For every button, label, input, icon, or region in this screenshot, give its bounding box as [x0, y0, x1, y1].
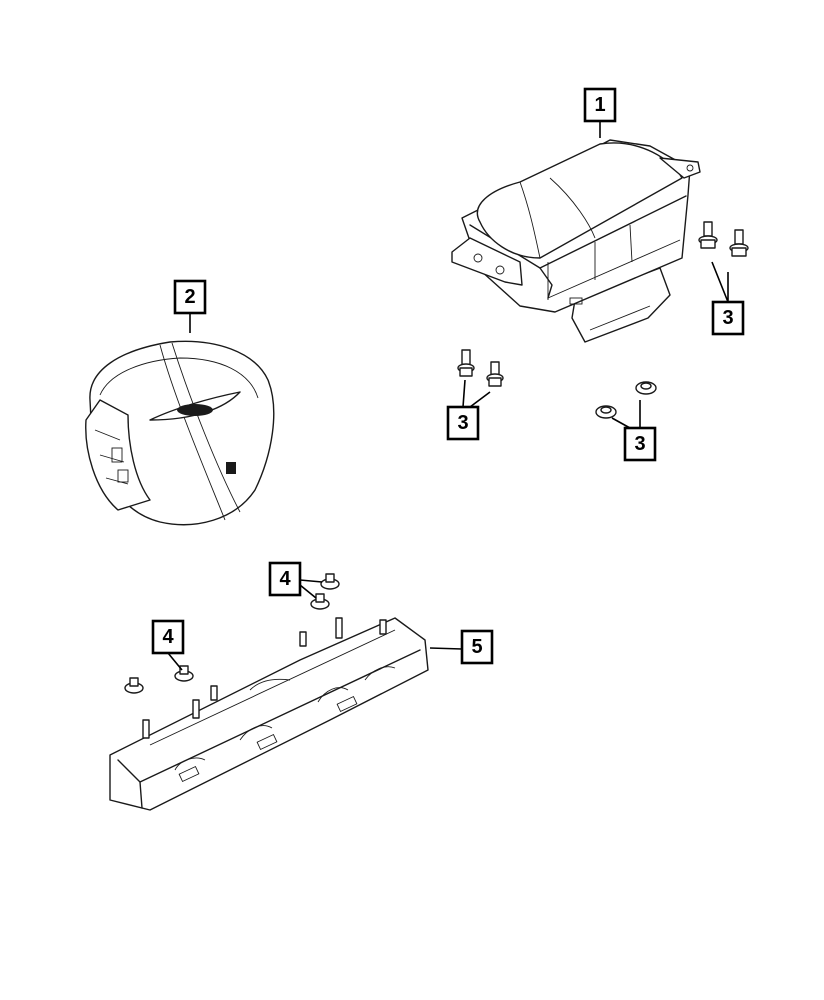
clip-pair: [595, 381, 657, 419]
callout-1: 1: [583, 87, 617, 123]
passenger-airbag-module: [451, 139, 701, 343]
svg-text:4: 4: [279, 568, 291, 590]
knee-airbag-module: [109, 617, 429, 811]
bolt-pair-upper-right: [698, 221, 749, 257]
callout-5: 5: [460, 629, 494, 665]
leader-lines: [167, 121, 729, 671]
svg-text:1: 1: [594, 94, 605, 116]
bolt-icon: [698, 221, 718, 249]
callout-4-lower: 4: [151, 619, 185, 655]
bolt-pair-middle: [457, 349, 504, 387]
callout-3-right: 3: [623, 426, 657, 462]
svg-text:5: 5: [471, 636, 482, 658]
svg-text:3: 3: [457, 412, 468, 434]
callout-3-middle: 3: [446, 405, 480, 441]
callout-4-upper: 4: [268, 561, 302, 597]
clip-icon: [635, 381, 657, 395]
nut-icon: [320, 573, 340, 590]
nut-icon: [124, 677, 144, 694]
callout-2: 2: [173, 279, 207, 315]
svg-text:3: 3: [634, 433, 645, 455]
nut-set: [124, 573, 340, 694]
clip-icon: [595, 405, 617, 419]
callout-3-upper-right: 3: [711, 300, 745, 336]
bolt-icon: [729, 229, 749, 257]
svg-text:4: 4: [162, 626, 174, 648]
svg-text:3: 3: [722, 307, 733, 329]
bolt-icon: [486, 361, 504, 387]
bolt-icon: [457, 349, 475, 377]
nut-icon: [174, 665, 194, 682]
svg-text:2: 2: [184, 286, 195, 308]
driver-airbag-module: [85, 340, 275, 526]
